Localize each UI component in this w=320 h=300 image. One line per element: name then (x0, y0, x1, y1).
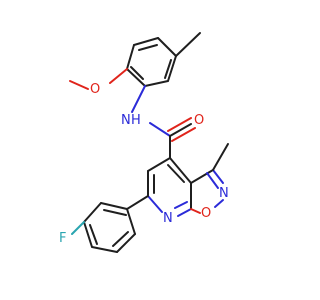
methoxy-methyl-bond (69, 80, 89, 90)
bond (116, 233, 136, 253)
bond (171, 127, 196, 142)
bond (138, 44, 158, 51)
bond (130, 66, 144, 80)
bond (83, 202, 102, 223)
methoxy-methyl-phenyl-ring (69, 32, 201, 90)
bond (126, 44, 135, 70)
bond (89, 224, 98, 245)
bond (157, 37, 177, 57)
molecule-diagram: N H O O N O N F (59, 32, 229, 253)
bond (169, 123, 192, 137)
bond (190, 169, 214, 184)
bond (83, 221, 93, 248)
amide-hydrogen-label: H (131, 113, 141, 128)
bond (133, 37, 159, 46)
bond (109, 68, 128, 84)
bond (112, 231, 129, 247)
bond (149, 122, 171, 137)
bond (167, 117, 192, 132)
bond (147, 195, 163, 213)
amide-group (131, 85, 196, 159)
bond (126, 208, 136, 235)
fluoro-bond (71, 221, 85, 235)
fluorine-label: F (59, 231, 66, 246)
bond (100, 202, 128, 210)
bond (212, 169, 224, 184)
isoxazole-ring (190, 143, 229, 214)
bond (144, 80, 169, 87)
bond (190, 208, 201, 214)
carbonyl-oxygen-label: O (194, 113, 204, 128)
bond (214, 199, 224, 208)
bond (177, 208, 192, 217)
bond (167, 164, 185, 183)
bond (167, 55, 177, 82)
methyl-bond (212, 143, 229, 171)
methoxy-oxygen-label: O (90, 82, 100, 97)
bond (126, 68, 146, 87)
bond (126, 195, 149, 210)
bond (147, 157, 171, 172)
isoxazole-nitrogen-label: N (219, 186, 229, 201)
atom-labels: N H O O N O N F (59, 82, 229, 246)
bond (206, 172, 219, 189)
pyridine-nitrogen-label: N (163, 211, 173, 226)
bond (164, 59, 172, 79)
bond (174, 201, 188, 209)
amide-nitrogen-label: N (121, 113, 131, 128)
pyridine-ring (147, 157, 192, 217)
methyl-bond (175, 32, 201, 57)
structure-svg: N H O O N O N F (59, 32, 229, 253)
bond (169, 157, 192, 184)
isoxazole-oxygen-label: O (201, 206, 211, 221)
bond (91, 246, 118, 253)
bond (103, 209, 127, 216)
bond (131, 85, 146, 113)
fluorophenyl-ring (71, 195, 149, 253)
